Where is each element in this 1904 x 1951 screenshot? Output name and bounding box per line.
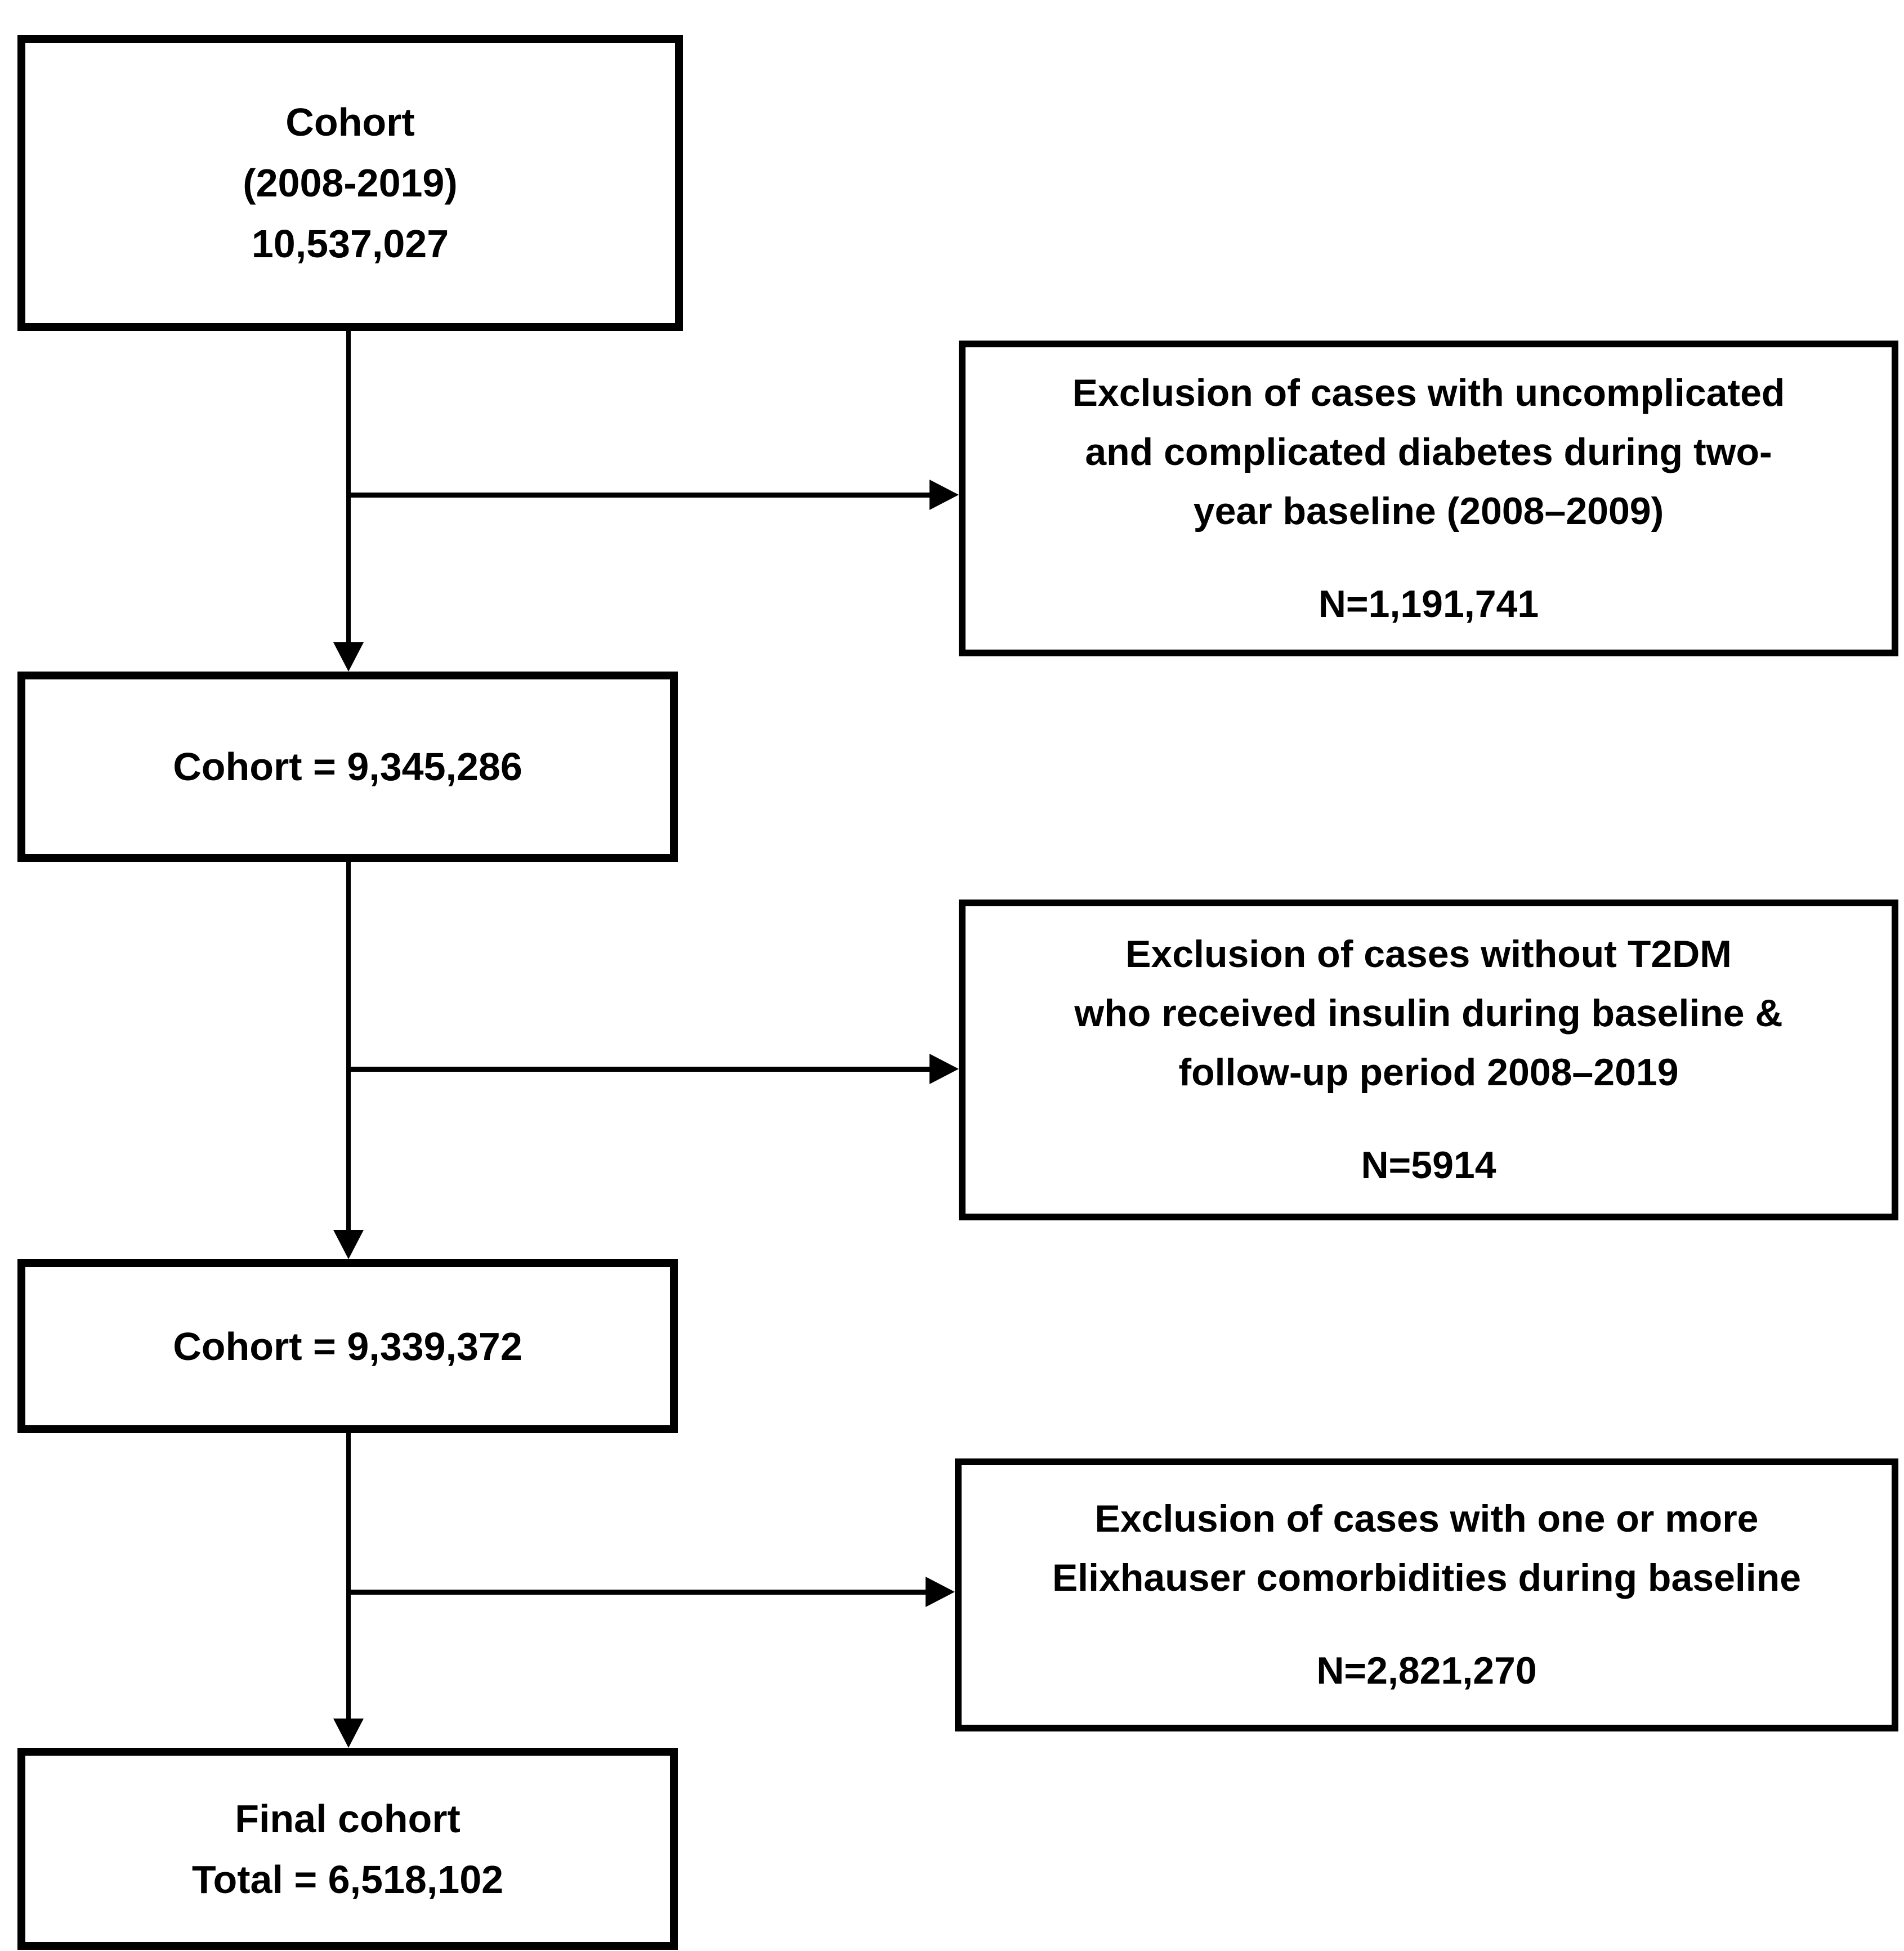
node-text-line: (2008-2019) <box>243 161 458 205</box>
arrowhead-down-icon <box>333 1230 364 1259</box>
node-text-line: Cohort = 9,339,372 <box>173 1324 522 1368</box>
branch-1-horizontal-line <box>348 493 929 498</box>
node-text-line: Cohort = 9,345,286 <box>173 745 522 789</box>
node-exclusion-insulin: Exclusion of cases without T2DM who rece… <box>959 900 1898 1220</box>
branch-3-horizontal-line <box>348 1590 926 1595</box>
node-cohort-3: Cohort = 9,339,372 <box>17 1259 678 1433</box>
node-initial-cohort: Cohort (2008-2019) 10,537,027 <box>17 35 683 331</box>
node-cohort-2: Cohort = 9,345,286 <box>17 672 678 862</box>
connector-2-vertical-line <box>346 862 351 1230</box>
branch-2-horizontal-line <box>348 1067 929 1072</box>
node-text-line: 10,537,027 <box>251 222 449 266</box>
arrowhead-right-icon <box>929 1054 959 1084</box>
arrowhead-right-icon <box>926 1577 955 1607</box>
node-exclusion-diabetes: Exclusion of cases with uncomplicated an… <box>959 341 1898 656</box>
node-final-cohort: Final cohort Total = 6,518,102 <box>17 1748 678 1950</box>
excluded-count: N=1,191,741 <box>1318 582 1539 625</box>
node-exclusion-elixhauser: Exclusion of cases with one or more Elix… <box>955 1458 1898 1731</box>
node-text-line: Exclusion of cases with uncomplicated <box>1072 371 1785 414</box>
connector-1-vertical-line <box>346 331 351 645</box>
excluded-count: N=2,821,270 <box>1316 1649 1537 1692</box>
node-text-line: Cohort <box>285 100 415 144</box>
node-text-line: Exclusion of cases with one or more <box>1094 1497 1759 1540</box>
node-text-line: and complicated diabetes during two- <box>1085 430 1772 473</box>
node-text-line: Elixhauser comorbidities during baseline <box>1052 1556 1802 1599</box>
node-text-line: who received insulin during baseline & <box>1074 992 1783 1035</box>
arrowhead-down-icon <box>333 642 364 672</box>
arrowhead-down-icon <box>333 1719 364 1748</box>
node-text-line: follow-up period 2008–2019 <box>1178 1051 1679 1094</box>
node-text-line: Exclusion of cases without T2DM <box>1125 933 1732 975</box>
arrowhead-right-icon <box>929 480 959 510</box>
node-text-line: year baseline (2008–2009) <box>1193 489 1664 533</box>
excluded-count: N=5914 <box>1361 1144 1496 1187</box>
connector-3-vertical-line <box>346 1433 351 1719</box>
node-text-line: Final cohort <box>235 1796 461 1841</box>
node-text-line: Total = 6,518,102 <box>191 1857 504 1901</box>
